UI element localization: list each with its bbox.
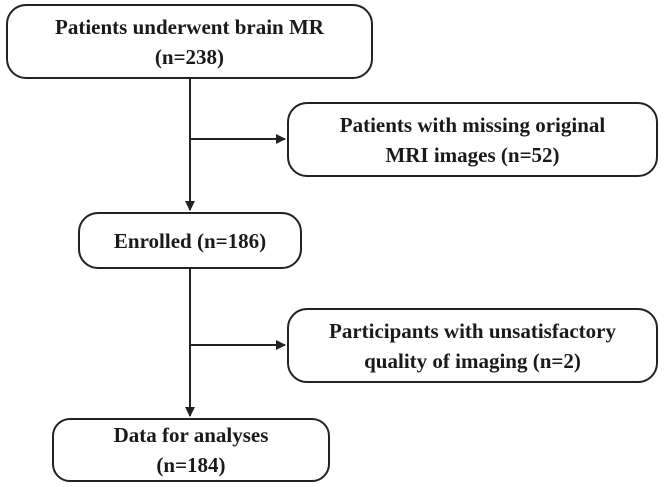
excluded-quality-box: Participants with unsatisfactory quality… — [287, 308, 658, 383]
excluded-missing-images-box: Patients with missing original MRI image… — [287, 102, 658, 177]
start-box-line2: (n=238) — [154, 44, 225, 69]
start-box-line1: Patients underwent brain MR — [55, 14, 324, 39]
excluded-missing-line1: Patients with missing original — [339, 112, 606, 137]
start-box: Patients underwent brain MR (n=238) — [6, 4, 373, 79]
excluded-quality-line1: Participants with unsatisfactory — [329, 318, 616, 343]
final-line1: Data for analyses — [113, 423, 269, 447]
enrolled-box: Enrolled (n=186) — [78, 212, 302, 269]
final-analysis-box: Data for analyses (n=184) — [52, 418, 330, 482]
enrolled-line1: Enrolled (n=186) — [113, 228, 267, 253]
excluded-missing-line2: MRI images (n=52) — [385, 142, 560, 167]
final-line2: (n=184) — [156, 453, 226, 477]
excluded-quality-line2: quality of imaging (n=2) — [364, 348, 581, 373]
